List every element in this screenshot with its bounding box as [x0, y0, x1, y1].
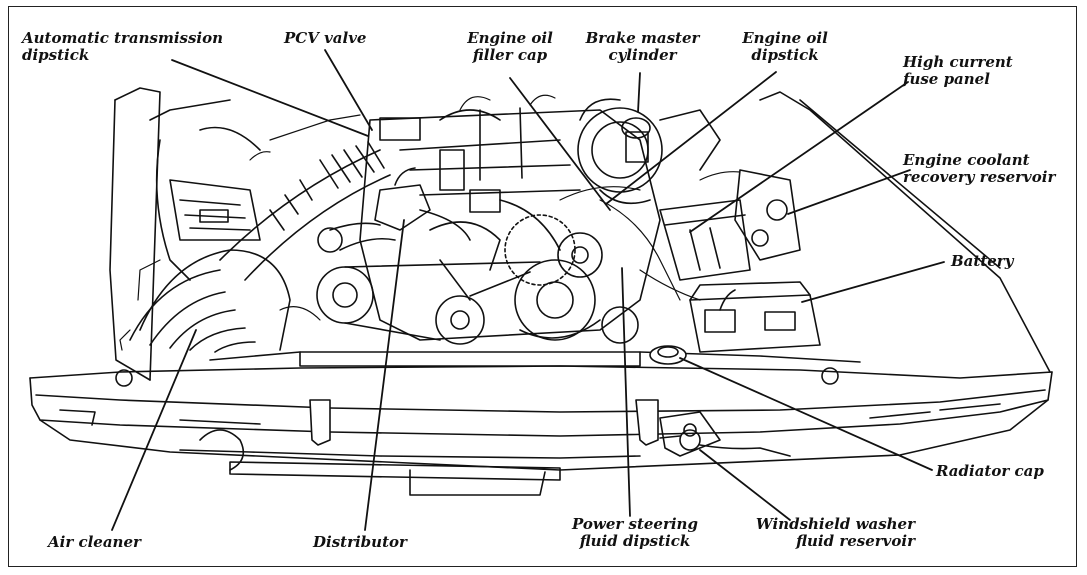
- label-radiator-cap-text: Radiator cap: [936, 462, 1044, 480]
- label-battery-text: Battery: [951, 252, 1014, 270]
- label-engine-oil-dipstick-text: Engine oil dipstick: [742, 29, 828, 64]
- air-cleaner: [129, 126, 291, 353]
- label-engine-oil-dipstick: Engine oil dipstick: [735, 30, 835, 64]
- leader-engine-oil-filler-cap: [509, 77, 611, 211]
- fuse-panel: [659, 199, 751, 281]
- label-brake-master-cylinder-text: Brake master cylinder: [585, 29, 700, 64]
- fender-walls: [109, 87, 1051, 381]
- label-air-cleaner-text: Air cleaner: [48, 533, 141, 551]
- diagram-border: [8, 6, 1077, 567]
- leader-radiator-cap: [679, 357, 933, 471]
- leader-lines: [111, 49, 945, 531]
- leader-power-steering-fluid-dipstick: [621, 267, 631, 517]
- leader-windshield-washer-fluid-reservoir: [699, 449, 791, 521]
- washer-reservoir: [659, 411, 721, 457]
- label-power-steering-fluid-dipstick-text: Power steering fluid dipstick: [572, 515, 698, 550]
- distributor: [317, 167, 471, 253]
- leader-engine-oil-dipstick: [605, 71, 777, 205]
- leader-brake-master-cylinder: [637, 72, 641, 113]
- hoses-and-wiring: [119, 94, 741, 351]
- engine-block: [359, 107, 661, 341]
- intake-duct: [219, 141, 391, 281]
- leader-engine-coolant-recovery-reservoir: [787, 169, 911, 215]
- label-automatic-transmission-dipstick: Automatic transmission dipstick: [22, 30, 223, 64]
- label-radiator-cap: Radiator cap: [936, 463, 1044, 480]
- label-engine-coolant-recovery-reservoir: Engine coolant recovery reservoir: [903, 152, 1055, 186]
- leader-pcv-valve: [324, 49, 373, 131]
- label-pcv-valve: PCV valve: [284, 30, 366, 47]
- leader-high-current-fuse-panel: [689, 81, 909, 233]
- label-distributor-text: Distributor: [313, 533, 407, 551]
- label-high-current-fuse-panel: High current fuse panel: [903, 54, 1013, 88]
- leader-battery: [801, 261, 945, 303]
- label-automatic-transmission-dipstick-text: Automatic transmission dipstick: [22, 29, 224, 64]
- label-battery: Battery: [951, 253, 1013, 270]
- radiator-cap: [649, 345, 687, 365]
- leader-air-cleaner: [111, 329, 197, 531]
- label-brake-master-cylinder: Brake master cylinder: [585, 30, 700, 64]
- label-engine-coolant-recovery-reservoir-text: Engine coolant recovery reservoir: [903, 151, 1056, 186]
- hood-latch-area: [179, 429, 791, 496]
- label-windshield-washer-fluid-reservoir: Windshield washer fluid reservoir: [745, 516, 915, 550]
- label-power-steering-fluid-dipstick: Power steering fluid dipstick: [560, 516, 710, 550]
- coolant-reservoir: [734, 169, 801, 261]
- pulleys-and-belt: [316, 214, 639, 345]
- label-distributor: Distributor: [313, 534, 407, 551]
- label-engine-oil-filler-cap: Engine oil filler cap: [455, 30, 565, 64]
- label-high-current-fuse-panel-text: High current fuse panel: [903, 53, 1013, 88]
- label-pcv-valve-text: PCV valve: [284, 29, 367, 47]
- label-engine-oil-filler-cap-text: Engine oil filler cap: [467, 29, 553, 64]
- battery: [689, 281, 821, 353]
- leader-automatic-transmission-dipstick: [171, 59, 369, 137]
- label-windshield-washer-fluid-reservoir-text: Windshield washer fluid reservoir: [755, 515, 915, 550]
- label-air-cleaner: Air cleaner: [48, 534, 141, 551]
- leader-distributor: [364, 219, 405, 531]
